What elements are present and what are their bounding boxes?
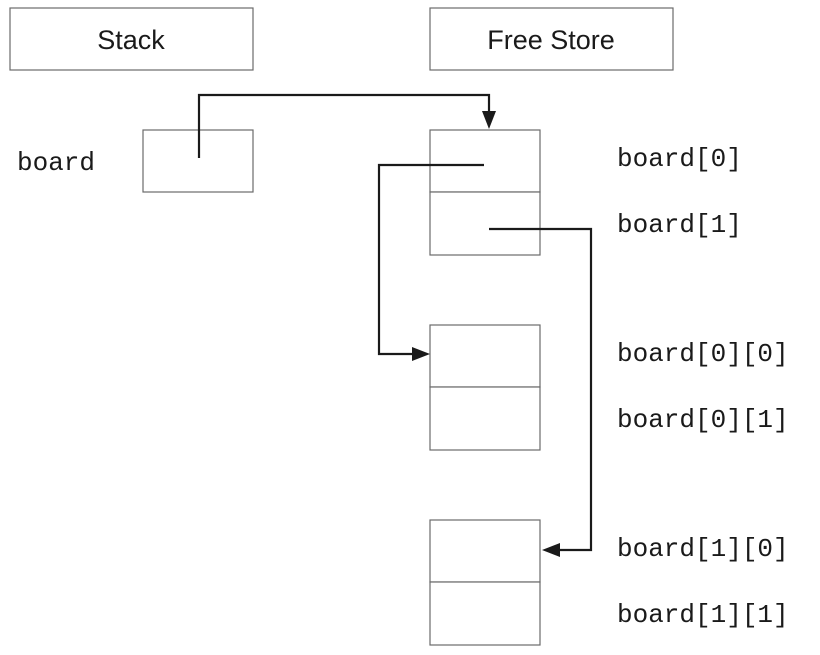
pointer-array bbox=[429, 129, 541, 256]
board-1-0-cell bbox=[429, 519, 541, 583]
row-0-array bbox=[429, 324, 541, 451]
free-store-header-label: Free Store bbox=[487, 25, 615, 55]
arrow-board1-to-row1-head bbox=[542, 543, 560, 557]
arrow-board0-to-row0-head bbox=[412, 347, 430, 361]
arrow-board-to-pointer-array-head bbox=[482, 111, 496, 129]
arrow-board0-to-row0 bbox=[377, 163, 484, 361]
arrow-board1-to-row1 bbox=[489, 227, 593, 557]
free-store-header: Free Store bbox=[429, 7, 674, 71]
arrow-board-to-pointer-array-line bbox=[197, 93, 491, 158]
board-1-1-cell bbox=[429, 581, 541, 646]
board-0-0-label: board[0][0] bbox=[617, 339, 789, 369]
board-1-label: board[1] bbox=[617, 210, 742, 240]
row-1-array bbox=[429, 519, 541, 646]
board-1-cell bbox=[429, 191, 541, 256]
board-variable-label: board bbox=[17, 148, 95, 178]
board-0-0-cell bbox=[429, 324, 541, 388]
board-0-cell bbox=[429, 129, 541, 193]
board-1-0-label: board[1][0] bbox=[617, 534, 789, 564]
board-0-label: board[0] bbox=[617, 144, 742, 174]
arrow-board0-to-row0-line bbox=[377, 163, 484, 356]
board-0-1-cell bbox=[429, 386, 541, 451]
stack-header-box bbox=[9, 7, 254, 71]
board-1-1-label: board[1][1] bbox=[617, 600, 789, 630]
stack-header-label: Stack bbox=[97, 25, 165, 55]
arrow-board1-to-row1-line bbox=[489, 227, 593, 552]
free-store-header-box bbox=[429, 7, 674, 71]
arrow-board-to-pointer-array bbox=[197, 93, 496, 158]
stack-header: Stack bbox=[9, 7, 254, 71]
board-0-1-label: board[0][1] bbox=[617, 405, 789, 435]
